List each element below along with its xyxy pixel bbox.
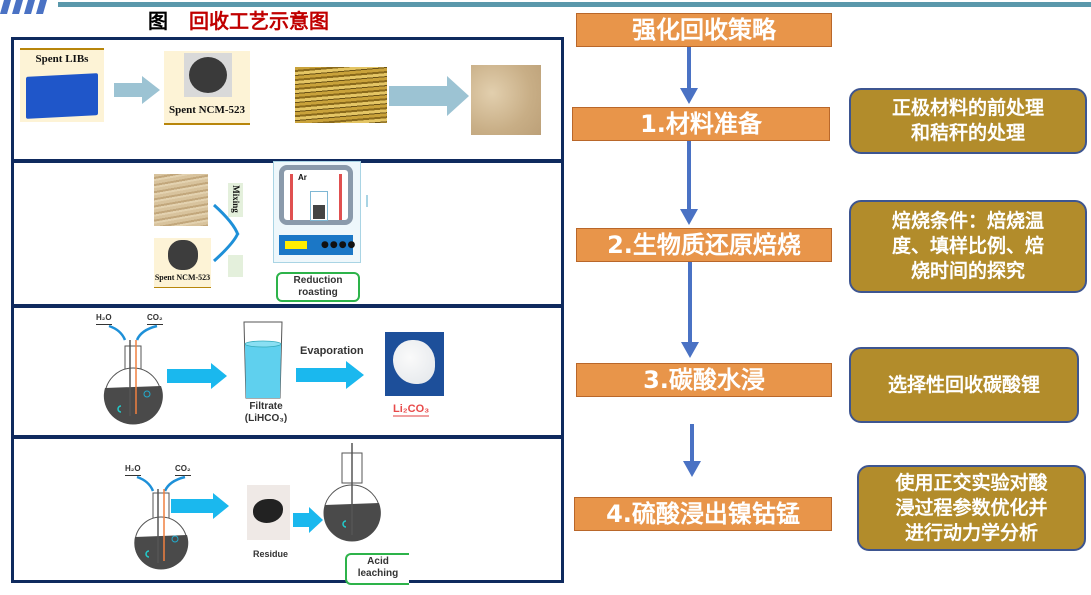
- spent-ncm-image: Spent NCM-523: [164, 51, 250, 125]
- spent-ncm-image: Spent NCM-523: [154, 238, 211, 288]
- reduction-roasting-label: Reduction roasting: [293, 275, 343, 298]
- h2o-label: H₂O: [96, 312, 112, 325]
- acid-leaching-label-box: Acid leaching: [345, 553, 409, 585]
- panel-carbonated-water-leaching: H₂O CO₂ Filtrate (LiHCO₃) Evaporation Li…: [11, 305, 564, 438]
- arrow-down-icon: [683, 461, 701, 477]
- header-slash-decoration: [0, 0, 47, 14]
- spent-libs-image: Spent LIBs: [20, 48, 104, 122]
- reaction-flask-icon: [134, 475, 189, 570]
- arrow-right-icon: [293, 507, 323, 533]
- arrow-right-icon: [171, 493, 229, 519]
- figure-title-text: 回收工艺示意图: [188, 9, 329, 33]
- arrow-right-icon: [114, 76, 160, 104]
- black-powder: [184, 53, 232, 97]
- flow-arrow-0: [687, 47, 691, 93]
- flow-step-4: 4.硫酸浸出镍钴锰: [574, 497, 832, 531]
- arrow-down-icon: [680, 88, 698, 104]
- arrow-down-icon: [681, 342, 699, 358]
- lithium-carbonate-label: Li₂CO₃: [393, 403, 430, 417]
- acid-leaching-label: Acid leaching: [357, 556, 399, 579]
- flow-title: 强化回收策略: [576, 13, 832, 47]
- arrow-down-icon: [680, 209, 698, 225]
- evaporation-label: Evaporation: [300, 345, 364, 357]
- mixing-label: Mixing: [231, 185, 241, 213]
- flow-step-3: 3.碳酸水浸: [576, 363, 832, 397]
- residue-label: Residue: [253, 549, 289, 559]
- tube-furnace-icon: Ar ●●●●: [273, 161, 361, 263]
- arrow-right-icon: [167, 363, 227, 389]
- co2-label: CO₂: [147, 312, 163, 325]
- arrow-right-icon: [296, 361, 364, 389]
- mixing-label-box: Mixing: [228, 183, 243, 217]
- furnace-gas-label: Ar: [298, 173, 307, 182]
- flow-note-3: 选择性回收碳酸锂: [849, 347, 1079, 423]
- straw-powder-image: [154, 174, 208, 226]
- h2o-label: H₂O: [125, 463, 141, 476]
- lithium-carbonate-image: [385, 332, 444, 396]
- reduction-roasting-label-box: Reduction roasting: [276, 272, 360, 302]
- flow-step-1: 1.材料准备: [572, 107, 830, 141]
- flow-arrow-2: [688, 262, 692, 346]
- mortar-icon: [228, 255, 243, 277]
- spent-ncm-label: Spent NCM-523: [168, 104, 246, 116]
- header-rule: [58, 2, 1091, 7]
- flow-note-2: 焙烧条件：焙烧温 度、填样比例、焙 烧时间的探究: [849, 200, 1087, 293]
- flow-note-4: 使用正交实验对酸 浸过程参数优化并 进行动力学分析: [857, 465, 1086, 551]
- panel-acid-leaching: H₂O CO₂ Residue Acid leaching: [11, 436, 564, 585]
- figure-tag: 图: [148, 9, 168, 33]
- reaction-flask-icon: [103, 324, 163, 425]
- panel-material-preparation: Spent LIBs Spent NCM-523: [11, 37, 564, 162]
- residue-image: [247, 485, 290, 540]
- divider-tick: [366, 195, 368, 207]
- battery-icon: [26, 73, 98, 119]
- figure-title: 图 回收工艺示意图: [148, 8, 329, 34]
- flow-step-2: 2.生物质还原焙烧: [576, 228, 832, 262]
- spent-ncm-label: Spent NCM-523: [154, 273, 211, 282]
- flow-note-1: 正极材料的前处理 和秸秆的处理: [849, 88, 1087, 154]
- beaker-icon: [243, 321, 283, 399]
- flow-arrow-3: [690, 424, 694, 466]
- mixing-arrows-icon: [212, 203, 240, 263]
- co2-label: CO₂: [175, 463, 191, 476]
- flow-arrow-1: [687, 141, 691, 213]
- spent-libs-label: Spent LIBs: [35, 53, 89, 65]
- straw-image: [295, 67, 387, 123]
- arrow-right-icon: [389, 76, 469, 116]
- filtrate-label: Filtrate (LiHCO₃): [244, 401, 288, 424]
- panel-reduction-roasting: Spent NCM-523 Mixing Ar ●●●● Reduction r…: [11, 160, 564, 307]
- straw-powder-image: [471, 65, 541, 135]
- leaching-flask-icon: [323, 443, 381, 542]
